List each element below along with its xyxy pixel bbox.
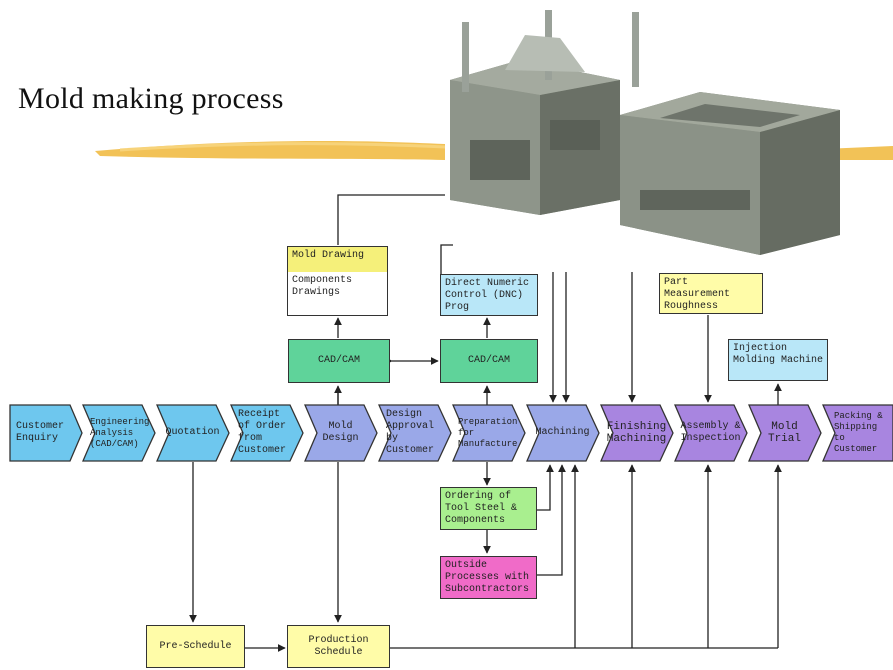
chevron-shape [748,404,822,462]
part-measurement-box: Part Measurement Roughness Test,etc [659,273,763,314]
cadcam-left-box: CAD/CAM [288,339,390,383]
step-engineering-analysis: Engineering Analysis (CAD/CAM) [88,405,155,461]
dnc-prog-label: Direct Numeric Control (DNC) Prog [445,278,530,313]
step-customer-enquiry: Customer Enquiry [10,405,82,461]
dnc-prog-box: Direct Numeric Control (DNC) Prog [440,274,538,316]
cadcam-left-label: CAD/CAM [317,355,360,366]
ordering-tool-steel-label: Ordering of Tool Steel & Components [445,491,518,526]
components-drawings-box: Components Drawings [287,272,388,316]
step-label: Mold Design [322,421,359,444]
chevron-shape [156,404,230,462]
chevron-shape [378,404,452,462]
components-drawings-label: Components Drawings [292,275,353,298]
step-finishing-machining: Finishing Machining [604,405,673,461]
page-title: Mold making process [18,82,284,115]
chevron-shape [82,404,156,462]
mold-drawing-label: Mold Drawing [292,250,365,261]
chevron-shape [230,404,304,462]
step-preparation: Preparation for Manufacture [456,405,525,461]
step-machining: Machining [530,405,599,461]
step-packing-shipping: Packing & Shipping to Customer [830,405,893,461]
chevron-shape [452,404,526,462]
outside-processes-box: Outside Processes with Subcontractors [440,556,537,599]
step-design-approval: Design Approval by Customer [382,405,451,461]
step-label: Receipt of Order from Customer [238,409,287,456]
step-label: Design Approval by Customer [386,409,435,456]
part-measurement-label: Part Measurement Roughness Test,etc [664,277,731,312]
cadcam-right-label: CAD/CAM [467,355,510,366]
chevron-shape [526,404,600,462]
step-label: Preparation for Manufacture [458,416,518,449]
step-label: Machining [535,427,590,438]
chevron-shape [822,404,893,462]
injection-molding-box: Injection Molding Machine [728,339,828,381]
step-label: Quotation [165,427,220,438]
outside-processes-label: Outside Processes with Subcontractors [445,560,530,595]
chevron-shape [600,404,674,462]
step-label: Customer Enquiry [16,421,65,444]
step-mold-design: Mold Design [308,405,377,461]
step-quotation: Quotation [160,405,229,461]
step-assembly-inspection: Assembly & Inspection [678,405,747,461]
production-schedule-label: Production Schedule [308,634,369,658]
step-label: Assembly & Inspection [680,421,741,444]
step-label: Finishing Machining [606,421,667,445]
cadcam-right-box: CAD/CAM [440,339,538,383]
injection-molding-label: Injection Molding Machine [733,343,824,366]
step-label: Engineering Analysis (CAD/CAM) [90,416,150,449]
pre-schedule-box: Pre-Schedule [146,625,245,668]
pre-schedule-label: Pre-Schedule [159,640,232,652]
chevron-shape [304,404,378,462]
step-label: Packing & Shipping to Customer [834,411,883,454]
ordering-tool-steel-box: Ordering of Tool Steel & Components [440,487,537,530]
step-receipt-of-order: Receipt of Order from Customer [234,405,303,461]
step-label: Mold Trial [767,421,801,445]
chevron-shape [674,404,748,462]
chevron-shape [9,404,83,462]
step-mold-trial: Mold Trial [752,405,821,461]
production-schedule-box: Production Schedule [287,625,390,668]
